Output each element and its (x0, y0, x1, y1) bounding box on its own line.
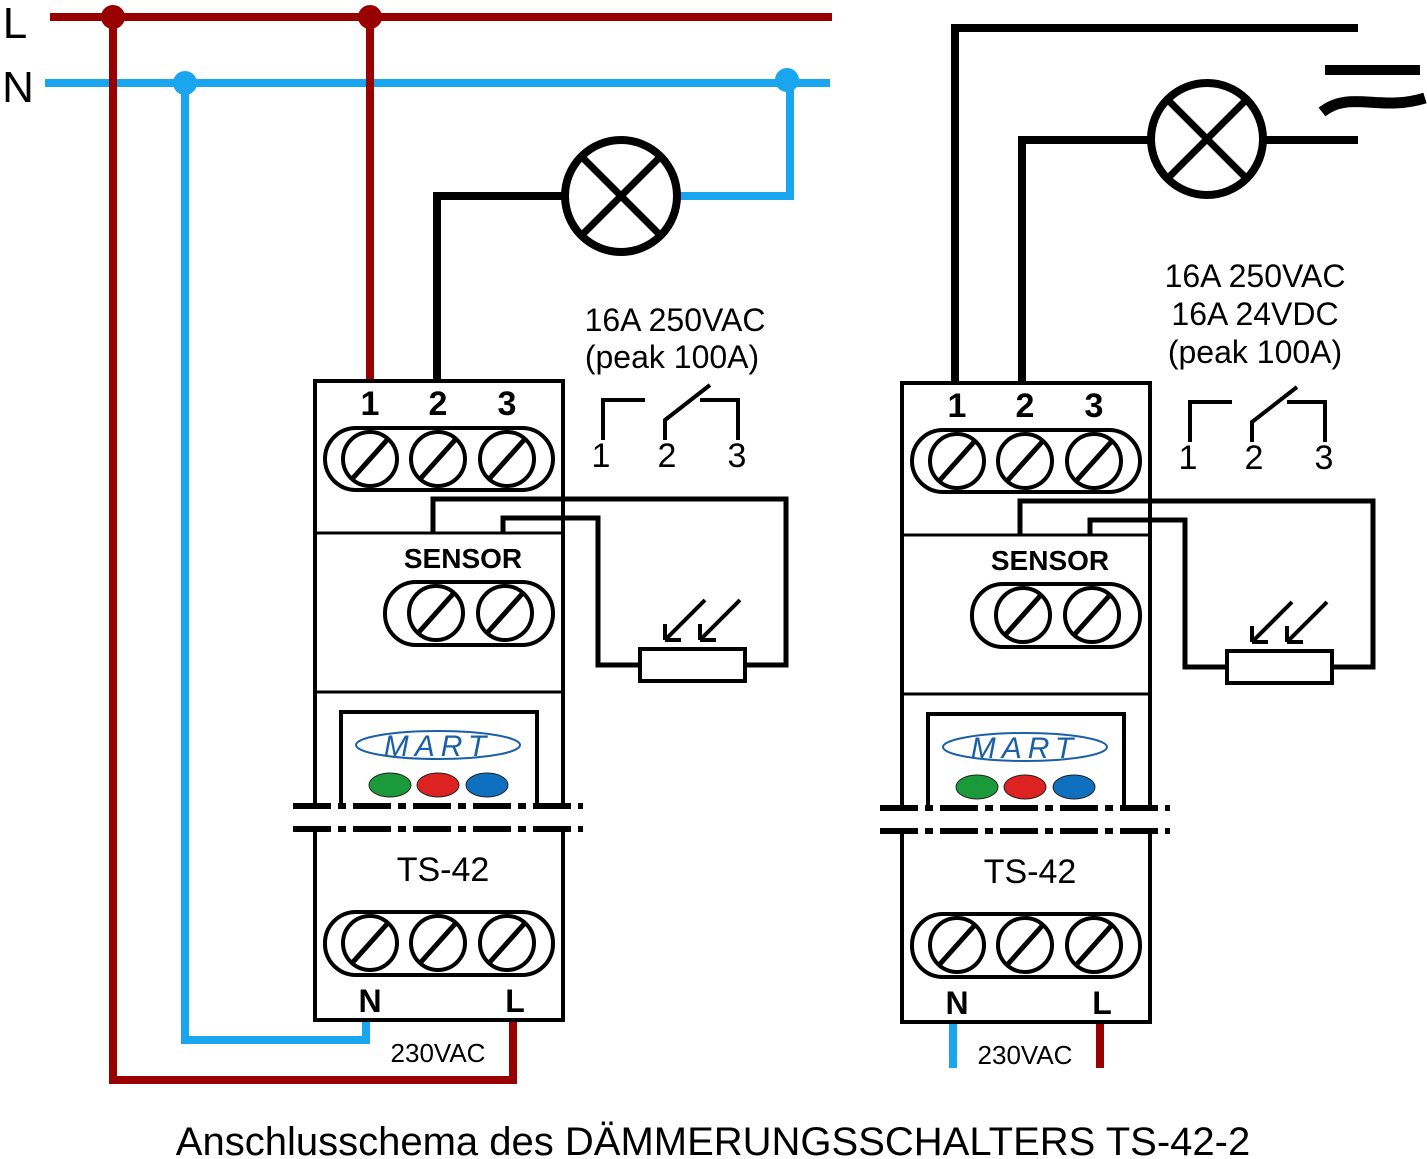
sensor-wire-a (1017, 498, 1376, 670)
contact-label: 2 (658, 437, 677, 475)
screw-slot (351, 438, 389, 480)
contact-label: 1 (592, 437, 611, 475)
lamp-icon-left (561, 136, 681, 256)
front-panel (339, 710, 539, 806)
contact-label: 3 (1315, 439, 1334, 477)
light-arrow-icon (1250, 600, 1294, 644)
terminal-number: 2 (1016, 387, 1035, 425)
supply-wire-right (951, 24, 1358, 383)
terminal-number: 3 (1085, 387, 1104, 425)
module-housing (313, 379, 565, 1022)
junction-dot (101, 5, 125, 29)
contact-label: 2 (1245, 439, 1264, 477)
front-panel (926, 712, 1126, 808)
status-led (368, 772, 412, 798)
light-arrow-icon (663, 598, 707, 642)
load-wire-right (1018, 136, 1150, 383)
mart-logo: MART (971, 732, 1079, 765)
supply-voltage: 230VAC (391, 1038, 486, 1068)
photoresistor (1225, 649, 1334, 685)
light-arrow-icon (698, 598, 742, 642)
line-label-L: L (3, 0, 27, 48)
junction-dot (173, 71, 197, 95)
model-label: TS-42 (984, 853, 1077, 891)
terminal-number: 1 (948, 387, 967, 425)
screw-slot (1004, 594, 1042, 636)
ac-tilde-icon (1318, 92, 1427, 117)
status-led (1052, 774, 1096, 800)
status-led (416, 772, 460, 798)
live-supply-wire (109, 17, 517, 1084)
break-gap (290, 808, 586, 828)
junction-dot (775, 68, 799, 92)
caption: Anschlusschema des DÄMMERUNGSSCHALTERS T… (176, 1120, 1250, 1159)
screw-slot (938, 924, 976, 966)
sensor-wire-b (500, 515, 640, 668)
lamp-cross (579, 154, 663, 238)
light-arrow-icon (1285, 600, 1329, 644)
terminal-L-label: L (505, 983, 525, 1019)
rating-line: 16A 250VAC (1165, 258, 1346, 294)
lamp-cross (1165, 97, 1249, 181)
status-led (465, 772, 509, 798)
contact-label: 3 (728, 437, 747, 475)
screw-slot (1073, 594, 1111, 636)
terminal-number: 2 (429, 385, 448, 423)
screw-slot (488, 438, 526, 480)
screw-slot (1075, 924, 1113, 966)
status-led (955, 774, 999, 800)
terminal-N-label: N (945, 985, 968, 1021)
contact-symbol (601, 383, 740, 440)
rating-line: (peak 100A) (585, 339, 759, 375)
logo-ellipse (942, 732, 1108, 762)
screw-slot (1006, 440, 1044, 482)
lamp-icon-right (1147, 79, 1267, 199)
screw-slot (419, 438, 457, 480)
screw-slot (417, 592, 455, 634)
screw-slot (486, 592, 524, 634)
sensor-wire-a (430, 496, 789, 668)
screw-slot (1075, 440, 1113, 482)
junction-dot (358, 5, 382, 29)
terminal-L-label: L (1092, 985, 1112, 1021)
terminal-N-label: N (358, 983, 381, 1019)
screw-slot (938, 440, 976, 482)
rating-line: 16A 250VAC (585, 302, 766, 338)
break-gap (877, 810, 1173, 830)
screw-slot (488, 922, 526, 964)
mart-logo: MART (384, 730, 492, 763)
supply-voltage: 230VAC (978, 1040, 1073, 1070)
screw-slot (419, 922, 457, 964)
status-led (1003, 774, 1047, 800)
line-label-N: N (2, 63, 34, 112)
sensor-label: SENSOR (404, 543, 522, 574)
screw-slot (1006, 924, 1044, 966)
contact-symbol (1188, 385, 1327, 442)
model-label: TS-42 (397, 851, 490, 889)
sensor-label: SENSOR (991, 545, 1109, 576)
terminal-number: 1 (361, 385, 380, 423)
photoresistor (638, 647, 747, 683)
logo-ellipse (355, 730, 521, 760)
rating-line: (peak 100A) (1168, 334, 1342, 370)
contact-label: 1 (1179, 439, 1198, 477)
terminal-number: 3 (498, 385, 517, 423)
neutral-supply-wire (181, 83, 370, 1044)
screw-slot (351, 922, 389, 964)
rating-line: 16A 24VDC (1171, 296, 1338, 332)
lamp-neutral-wire (679, 83, 794, 200)
sensor-wire-b (1087, 517, 1227, 670)
load-wire (433, 192, 565, 381)
module-housing (900, 381, 1152, 1024)
